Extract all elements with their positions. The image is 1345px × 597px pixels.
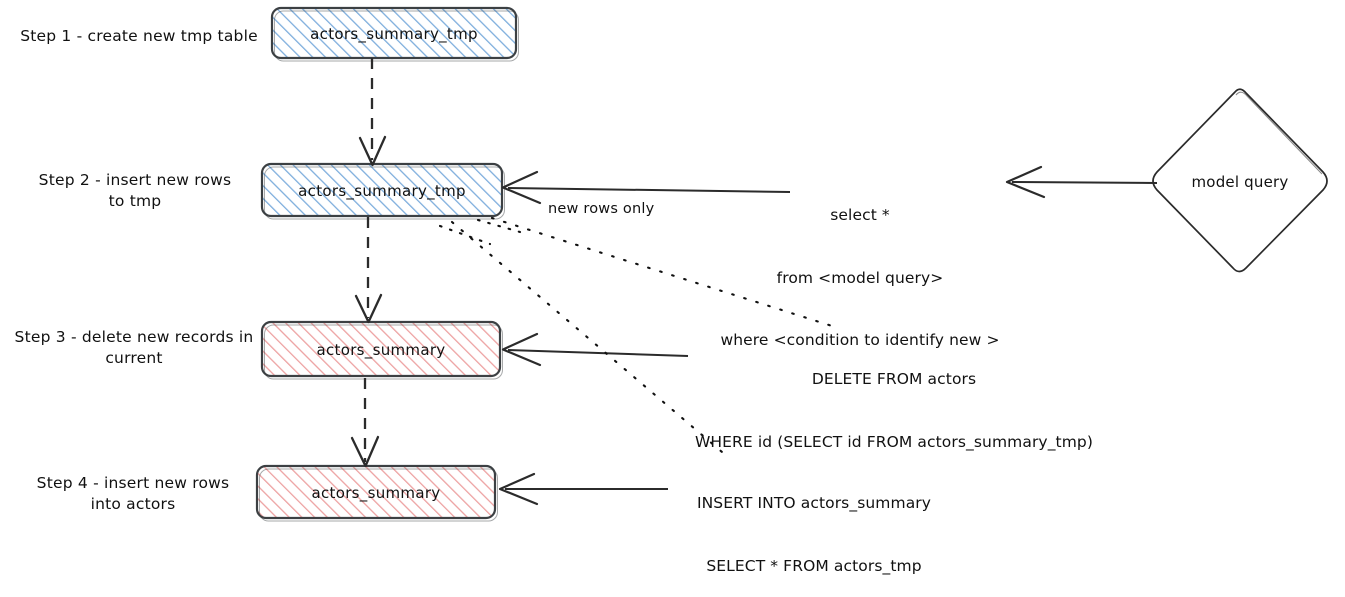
delete-sql-line-2: WHERE id (SELECT id FROM actors_summary_… xyxy=(694,432,1094,451)
arrow-delete-to-node3 xyxy=(501,332,689,367)
model-query-sketch-outline xyxy=(1235,91,1323,175)
model-query-label: model query xyxy=(1191,173,1289,191)
arrow-node2-to-node3 xyxy=(354,217,383,324)
node-actors-summary-4[interactable] xyxy=(255,464,498,522)
arrow-new-rows-only xyxy=(501,170,791,205)
model-query-sql-block: select * from <model query> where <condi… xyxy=(700,163,1020,372)
model-query-sql-line-2: from <model query> xyxy=(776,268,944,287)
model-query-diamond-shape xyxy=(1152,88,1328,273)
arrow-node3-to-node4 xyxy=(350,378,380,468)
leader-node2-to-insert-sql xyxy=(438,220,724,454)
node3-sketch-outline xyxy=(264,324,503,380)
edge-label-new-rows-only: new rows only xyxy=(548,201,655,217)
delete-sql-line-1: DELETE FROM actors xyxy=(811,369,977,388)
arrow-head xyxy=(498,472,539,506)
node-actors-summary-tmp-1[interactable] xyxy=(270,6,519,62)
leader-line xyxy=(450,220,724,454)
model-query-sql-line-3: where <condition to identify new > xyxy=(720,331,1000,350)
step-1-label: Step 1 - create new tmp table xyxy=(20,27,258,45)
arrow-model-query-to-sql xyxy=(1005,165,1158,199)
node1-shape xyxy=(270,6,518,60)
node-actors-summary-tmp-2[interactable] xyxy=(260,162,505,220)
arrow-node1-to-node2 xyxy=(358,58,387,167)
arrow-head xyxy=(354,293,383,324)
insert-sql-line-2: SELECT * FROM actors_tmp xyxy=(706,556,922,575)
model-query-sql-line-1: select * xyxy=(830,205,890,224)
node1-sketch-outline xyxy=(274,10,519,62)
step-2-label: Step 2 - insert new rows to tmp xyxy=(38,171,232,210)
arrow-shaft xyxy=(1011,181,1158,184)
node4-shape xyxy=(255,464,497,520)
delete-sql-block: DELETE FROM actors WHERE id (SELECT id F… xyxy=(684,327,1104,473)
node-actors-summary-3[interactable] xyxy=(260,320,503,380)
arrow-head xyxy=(1005,165,1046,199)
arrow-head xyxy=(501,170,542,205)
insert-sql-block: INSERT INTO actors_summary SELECT * FROM… xyxy=(664,451,964,597)
node3-shape xyxy=(260,320,502,378)
arrow-head xyxy=(358,135,387,167)
arrow-shaft xyxy=(507,187,791,193)
step-4-label: Step 4 - insert new rows into actors xyxy=(36,474,230,513)
leader-spray-a xyxy=(476,218,522,234)
leader-node2-to-delete-sql xyxy=(476,216,834,328)
arrow-head xyxy=(501,332,542,367)
node2-sketch-outline xyxy=(264,166,505,220)
leader-line xyxy=(490,216,834,328)
arrow-insert-to-node4 xyxy=(498,472,668,506)
insert-sql-line-1: INSERT INTO actors_summary xyxy=(696,493,932,512)
arrow-shaft xyxy=(507,349,689,357)
node3-label: actors_summary xyxy=(316,341,446,359)
arrow-head xyxy=(350,435,380,468)
leader-spray-b xyxy=(438,224,492,246)
node4-label: actors_summary xyxy=(311,484,441,502)
node2-label: actors_summary_tmp xyxy=(298,182,466,200)
node-model-query[interactable] xyxy=(1152,88,1328,273)
node2-shape xyxy=(260,162,504,218)
node1-label: actors_summary_tmp xyxy=(310,25,478,43)
diagram-canvas xyxy=(255,6,1328,522)
node4-sketch-outline xyxy=(259,468,498,522)
step-3-label: Step 3 - delete new records in current xyxy=(14,328,254,367)
